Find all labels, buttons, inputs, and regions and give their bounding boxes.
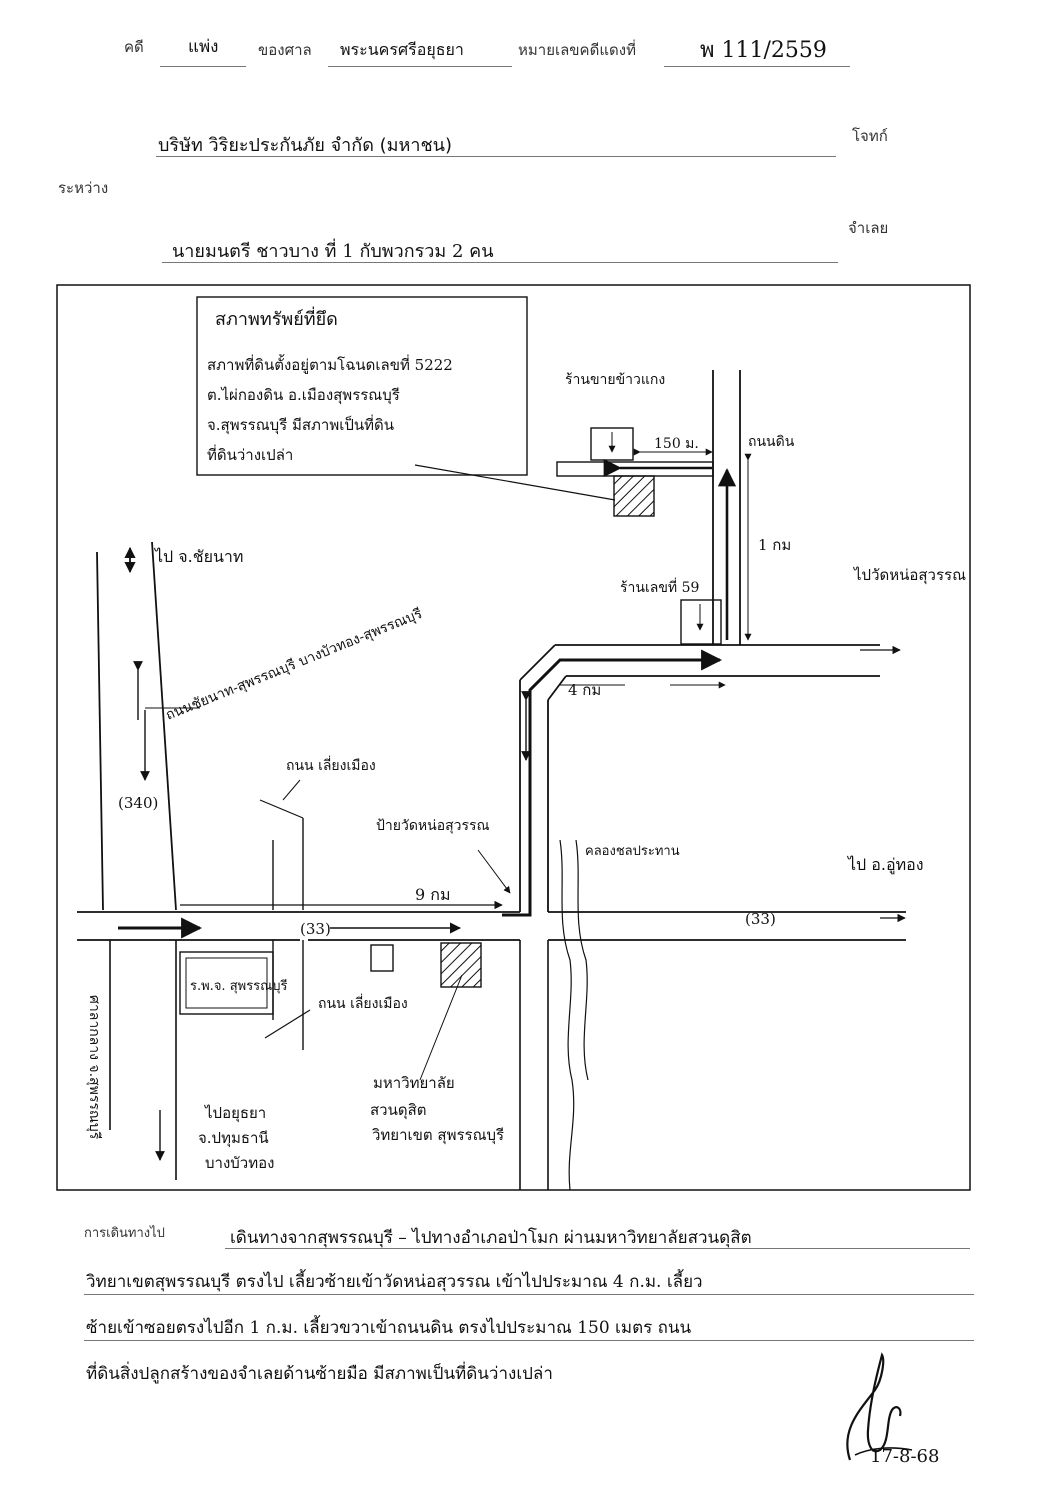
seized-property-plot [613,475,655,517]
lane-top-label: ถนน เลี่ยงเมือง [286,756,376,774]
dist-150m: 150 ม. [654,436,699,452]
university-1: มหาวิทยาลัย [373,1074,455,1092]
to-u-thong-label: ไป อ.อู่ทอง [846,855,924,875]
wat-sign-label: ป้ายวัดหน่อสุวรรณ [376,818,490,834]
to-ayutthaya-3: บางบัวทอง [205,1154,274,1172]
to-wat-label: ไปวัดหน่อสุวรรณ [853,566,966,585]
hospital-label: ร.พ.จ. สุพรรณบุรี [190,978,287,994]
plaintiff-role: โจทก์ [852,127,888,145]
between-label: ระหว่าง [58,179,109,197]
directions-line-1: เดินทางจากสุพรรณบุรี – ไปทางอำเภอป่าโมก … [230,1228,752,1248]
directions-line-2: วิทยาเขตสุพรรณบุรี ตรงไป เลี้ยวซ้ายเข้าว… [86,1272,703,1292]
defendant-name: นายมนตรี ชาวบาง ที่ 1 กับพวกรวม 2 คน [172,241,494,262]
directions-line-4: ที่ดินสิ่งปลูกสร้างของจำเลยด้านซ้ายมือ ม… [86,1364,553,1384]
to-ayutthaya-2: จ.ปทุมธานี [198,1129,269,1148]
to-ayutthaya-1: ไปอยุธยา [204,1104,266,1123]
route-33-right: (33) [745,910,776,928]
box-line-4: ที่ดินว่างเปล่า [207,444,293,464]
university-2: สวนดุสิต [370,1101,426,1120]
directions-label: การเดินทางไป [84,1226,165,1241]
red-number-label: หมายเลขคดีแดงที่ [518,41,636,59]
red-case-number: พ 111/2559 [700,38,827,63]
lane-bottom-label: ถนน เลี่ยงเมือง [318,994,408,1012]
case-label: คดี [124,38,144,56]
plaintiff-name: บริษัท วิริยะประกันภัย จำกัด (มหาชน) [158,135,453,156]
dist-9km: 9 กม [415,885,451,904]
court-label: ของศาล [258,41,312,59]
signature-date: 17-8-68 [870,1446,940,1467]
provincial-hall-label: ศาลากลาง จ.สุพรรณบุรี [86,995,102,1140]
shop-top-label: ร้านขายข้าวแกง [565,372,665,388]
dist-4km: 4 กม [568,681,601,699]
property-info-box [196,296,528,476]
university-3: วิทยาเขต สุพรรณบุรี [371,1126,504,1145]
to-chainat-label: ไป จ.ชัยนาท [153,547,243,566]
route-33-left: (33) [300,920,331,938]
defendant-role: จำเลย [848,219,889,237]
box-line-1: สภาพที่ดินตั้งอยู่ตามโฉนดเลขที่ 5222 [207,354,453,374]
handwritten-signature [846,1352,913,1461]
road-340-label: ถนนชัยนาท-สุพรรณบุรี บางบัวทอง-สุพรรณบุร… [164,606,426,724]
box-line-3: จ.สุพรรณบุรี มีสภาพเป็นที่ดิน [207,414,394,435]
court-name: พระนครศรีอยุธยา [340,40,464,59]
dist-1km: 1 กม [758,536,791,554]
route-340-label: (340) [118,794,158,812]
box-title: สภาพทรัพย์ที่ยึด [215,306,338,330]
case-type: แพ่ง [188,37,219,57]
box-line-2: ต.ไผ่กองดิน อ.เมืองสุพรรณบุรี [207,386,400,405]
shop-59-label: ร้านเลขที่ 59 [620,578,699,596]
directions-line-3: ซ้ายเข้าซอยตรงไปอีก 1 ก.ม. เลี้ยวขวาเข้า… [86,1318,692,1338]
canal-label: คลองชลประทาน [585,844,680,859]
map-frame [56,284,971,1191]
dirt-road-label: ถนนดิน [748,434,795,450]
